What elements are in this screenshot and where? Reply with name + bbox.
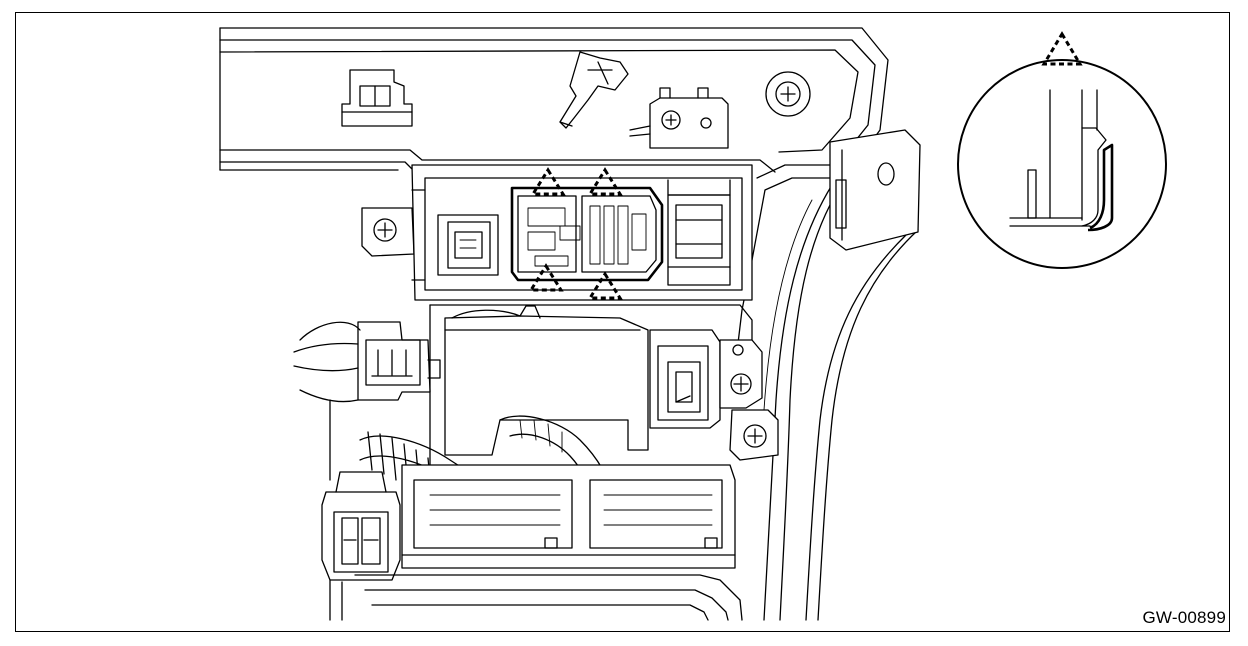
hook-clip-top bbox=[559, 51, 629, 129]
screw-tab-left bbox=[361, 207, 415, 257]
right-rails bbox=[763, 179, 919, 621]
retainer-clip-top-left bbox=[341, 69, 413, 127]
screw-tab-top bbox=[629, 87, 729, 149]
warning-triangle-marker-3 bbox=[528, 263, 564, 292]
side-connector-right bbox=[649, 329, 763, 429]
central-connector bbox=[510, 186, 664, 282]
connector-bottom-left bbox=[321, 471, 401, 581]
bottom-frame bbox=[329, 399, 743, 621]
side-connector-left bbox=[357, 321, 441, 401]
bolt-top-right bbox=[765, 71, 811, 117]
warning-triangle-marker-2 bbox=[587, 167, 623, 196]
detail-inset bbox=[957, 31, 1167, 269]
mounting-bracket-right bbox=[829, 129, 921, 251]
warning-triangle-marker-1 bbox=[530, 167, 566, 196]
marker-group bbox=[528, 167, 623, 300]
bolt-bracket-lower-right bbox=[729, 409, 779, 461]
lower-relay-bank bbox=[401, 464, 736, 569]
warning-triangle-marker-5 bbox=[1041, 31, 1083, 66]
figure-id-label: GW-00899 bbox=[1142, 608, 1226, 627]
warning-triangle-marker-4 bbox=[587, 271, 623, 300]
